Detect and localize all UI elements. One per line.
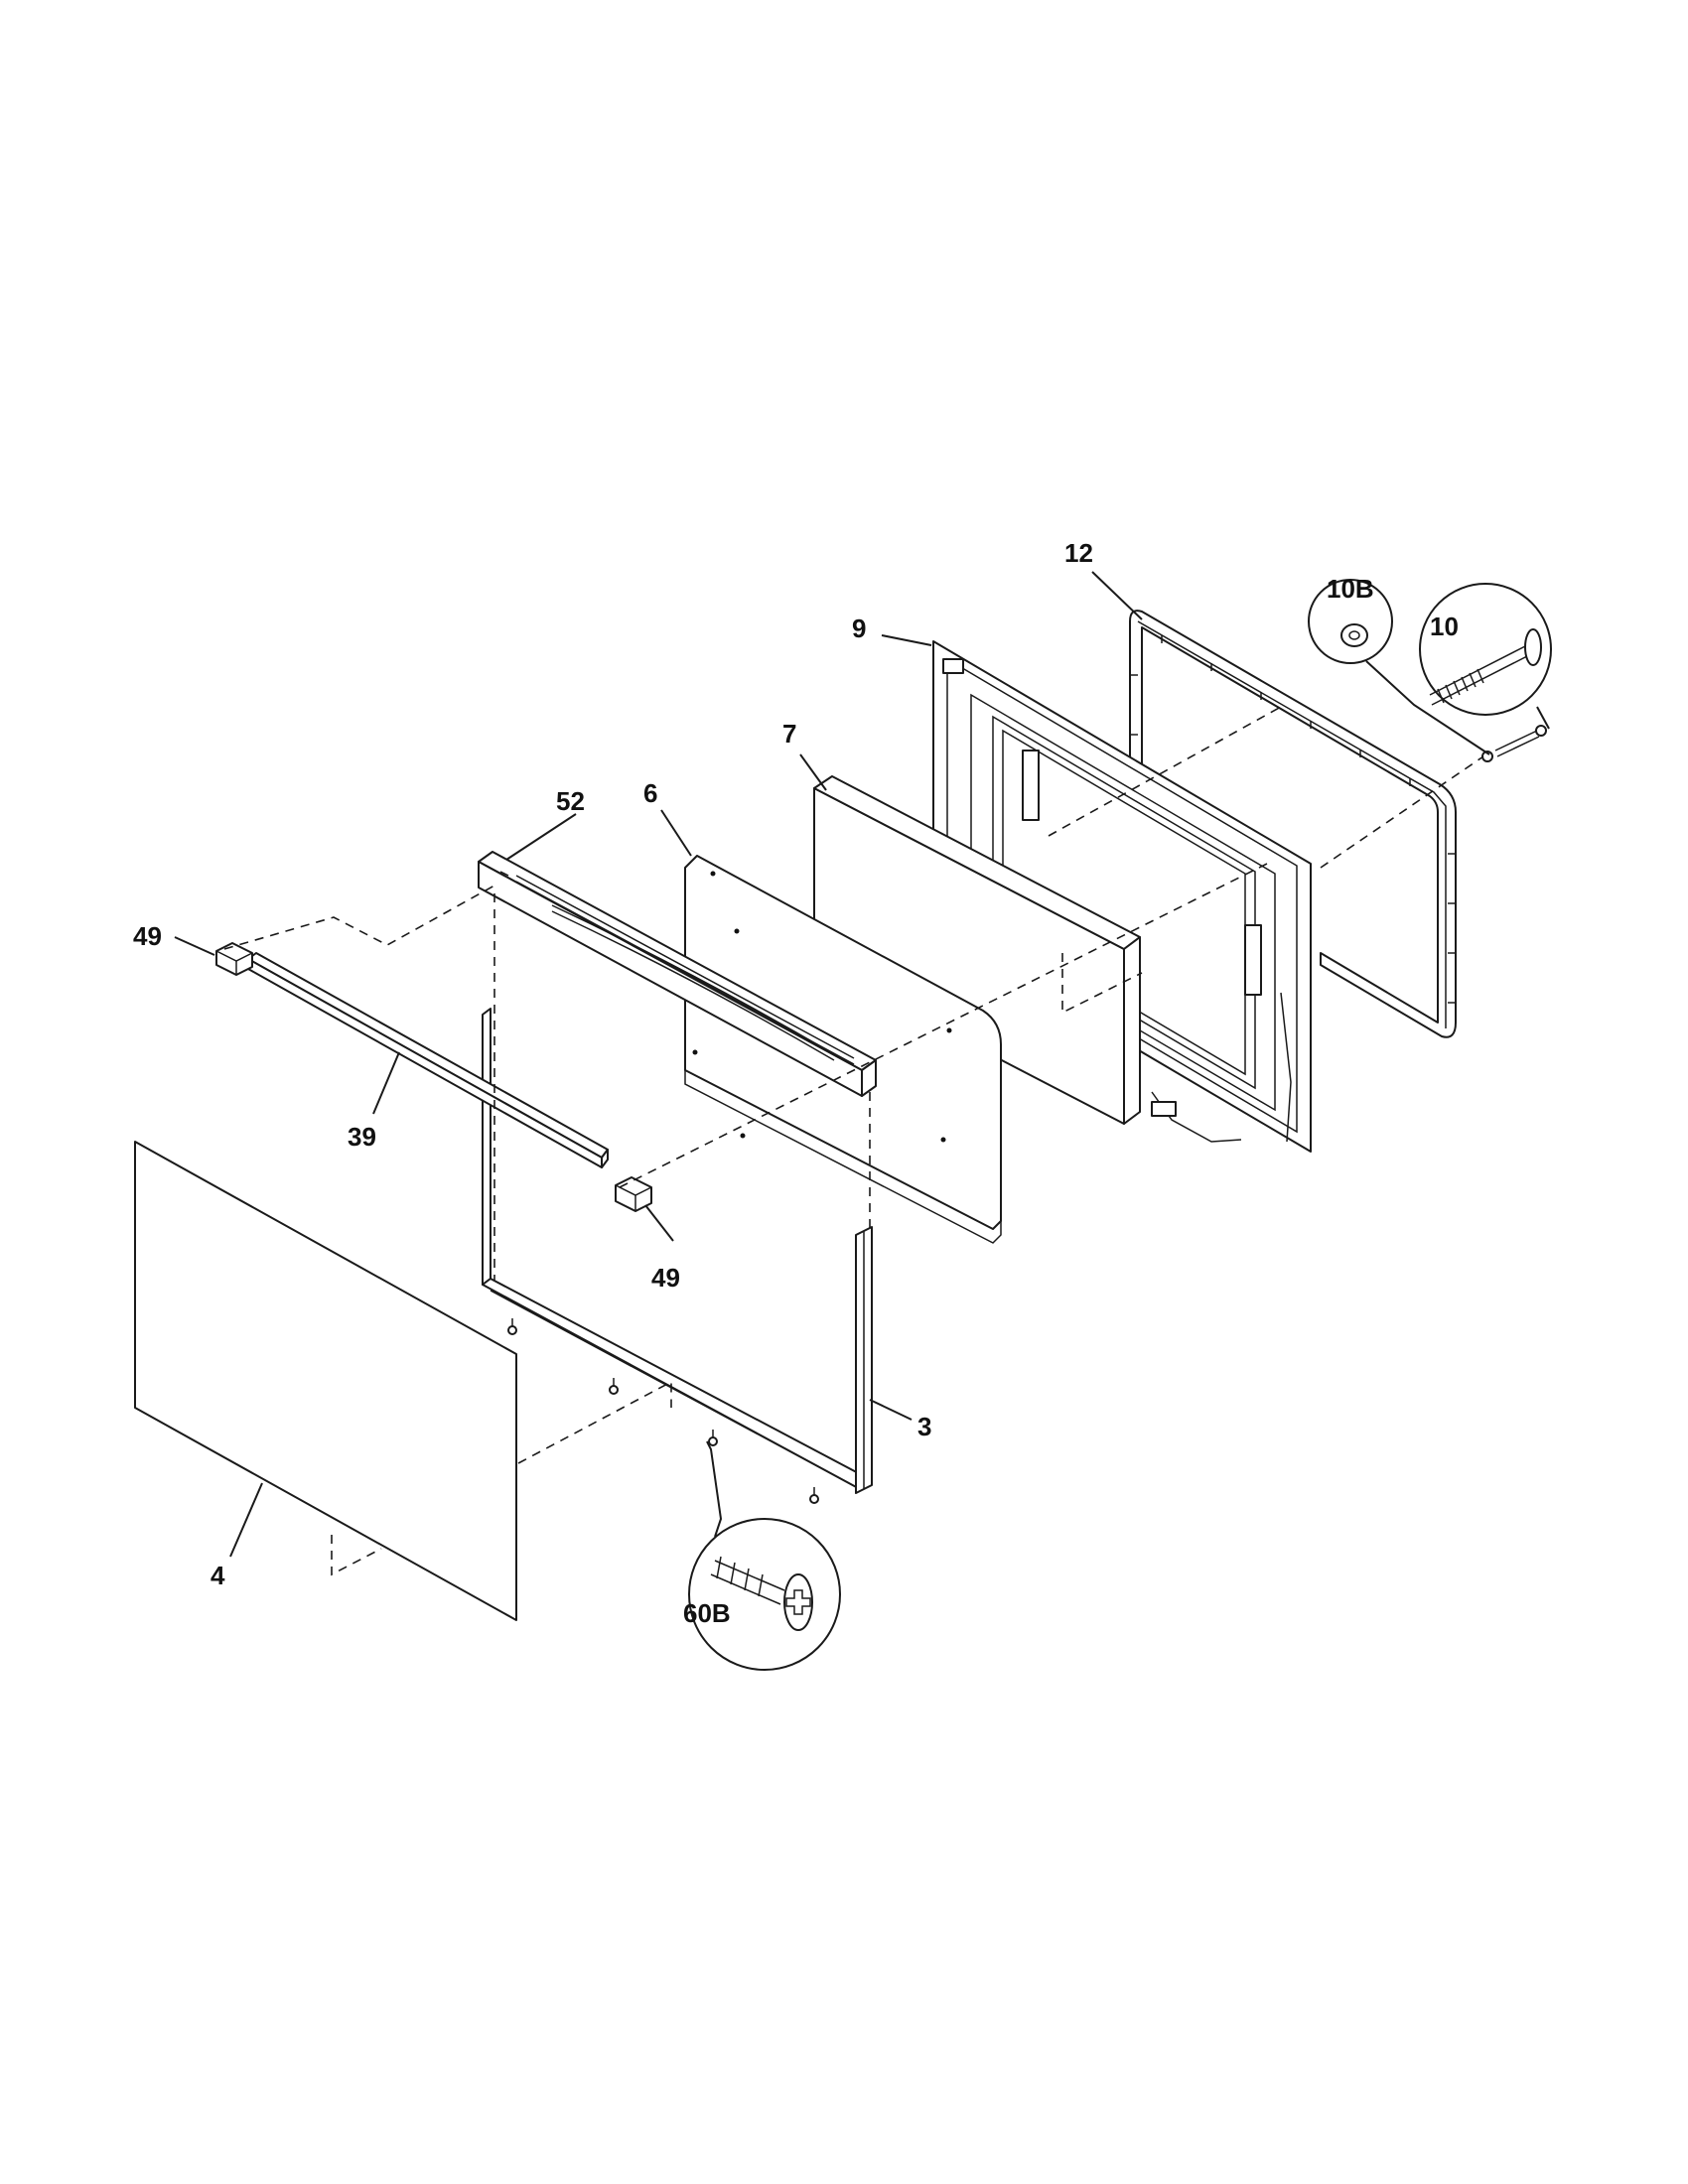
top-trim-strip-part: [247, 952, 609, 1168]
callout-9: 9: [852, 614, 866, 643]
outer-glass-panel-part: [134, 1141, 517, 1621]
washer-detail-bubble: [1308, 579, 1490, 755]
callout-3: 3: [917, 1412, 931, 1441]
inner-door-liner-part: [932, 640, 1312, 1153]
outer-door-frame-part: [482, 1008, 873, 1494]
gasket-frame-part: [1129, 610, 1457, 1038]
callout-labels: 12 10B 10 9 7 52 6 49 39 49 3 4 60B: [133, 538, 1459, 1628]
callout-60b: 60B: [683, 1598, 731, 1628]
insulation-part: [813, 775, 1141, 1125]
screw-detail-bubble: [688, 1440, 841, 1671]
bolt-detail-bubble: [1419, 583, 1552, 730]
assembly-guide-lines: [223, 706, 1484, 1576]
callout-6: 6: [643, 778, 657, 808]
handle-bar-part: [478, 851, 877, 1097]
callout-49-top: 49: [133, 921, 162, 951]
callout-10: 10: [1430, 612, 1459, 641]
callout-49-bottom: 49: [651, 1263, 680, 1293]
door-screw-small: [1481, 725, 1547, 762]
callout-leaders: [174, 571, 1143, 1558]
callout-39: 39: [348, 1122, 376, 1152]
callout-7: 7: [782, 719, 796, 749]
callout-10b: 10B: [1327, 574, 1374, 604]
callout-52: 52: [556, 786, 585, 816]
end-cap-bottom-part: [615, 1176, 652, 1212]
callout-4: 4: [211, 1561, 225, 1590]
frame-screws: [507, 1318, 819, 1504]
callout-12: 12: [1064, 538, 1093, 568]
end-cap-top-part: [215, 942, 253, 976]
